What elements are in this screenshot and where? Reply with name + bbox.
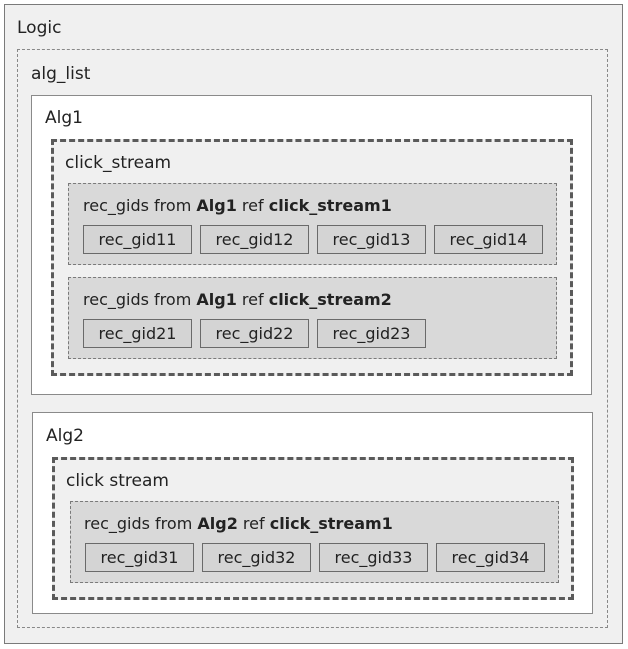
alg2-label: Alg2: [46, 426, 84, 446]
group-stream-name: click_stream1: [269, 514, 393, 533]
alg2-click-stream-label: click stream: [66, 471, 169, 491]
rec-gid-chip: rec_gid13: [317, 225, 426, 254]
alg1-click-stream-label: click_stream: [65, 153, 172, 173]
rec-gid-chip: rec_gid33: [319, 543, 428, 572]
rec-gid-chip: rec_gid21: [83, 319, 192, 348]
alg1-label: Alg1: [45, 108, 83, 128]
alg-list-label: alg_list: [31, 64, 91, 84]
rec-gid-chip: rec_gid32: [202, 543, 311, 572]
alg2-group1-title: rec_gids from Alg2 ref click_stream1: [84, 514, 393, 534]
rec-gid-chip: rec_gid23: [317, 319, 426, 348]
group-alg-name: Alg1: [196, 290, 237, 309]
group-stream-name: click_stream1: [268, 196, 392, 215]
rec-gid-chip: rec_gid34: [436, 543, 545, 572]
group-mid: ref: [236, 290, 269, 309]
logic-label: Logic: [17, 18, 62, 38]
group-alg-name: Alg1: [196, 196, 237, 215]
group-prefix: rec_gids from: [83, 196, 197, 215]
rec-gid-chip: rec_gid22: [200, 319, 309, 348]
alg1-group2-title: rec_gids from Alg1 ref click_stream2: [83, 290, 392, 310]
group-prefix: rec_gids from: [84, 514, 198, 533]
group-stream-name: click_stream2: [268, 290, 392, 309]
alg-list-container: [17, 49, 608, 628]
alg1-group1-box: [68, 183, 557, 265]
group-prefix: rec_gids from: [83, 290, 197, 309]
alg1-group1-title: rec_gids from Alg1 ref click_stream1: [83, 196, 392, 216]
rec-gid-chip: rec_gid31: [85, 543, 194, 572]
rec-gid-chip: rec_gid14: [434, 225, 543, 254]
rec-gid-chip: rec_gid12: [200, 225, 309, 254]
group-mid: ref: [236, 196, 269, 215]
group-mid: ref: [237, 514, 270, 533]
group-alg-name: Alg2: [197, 514, 238, 533]
rec-gid-chip: rec_gid11: [83, 225, 192, 254]
